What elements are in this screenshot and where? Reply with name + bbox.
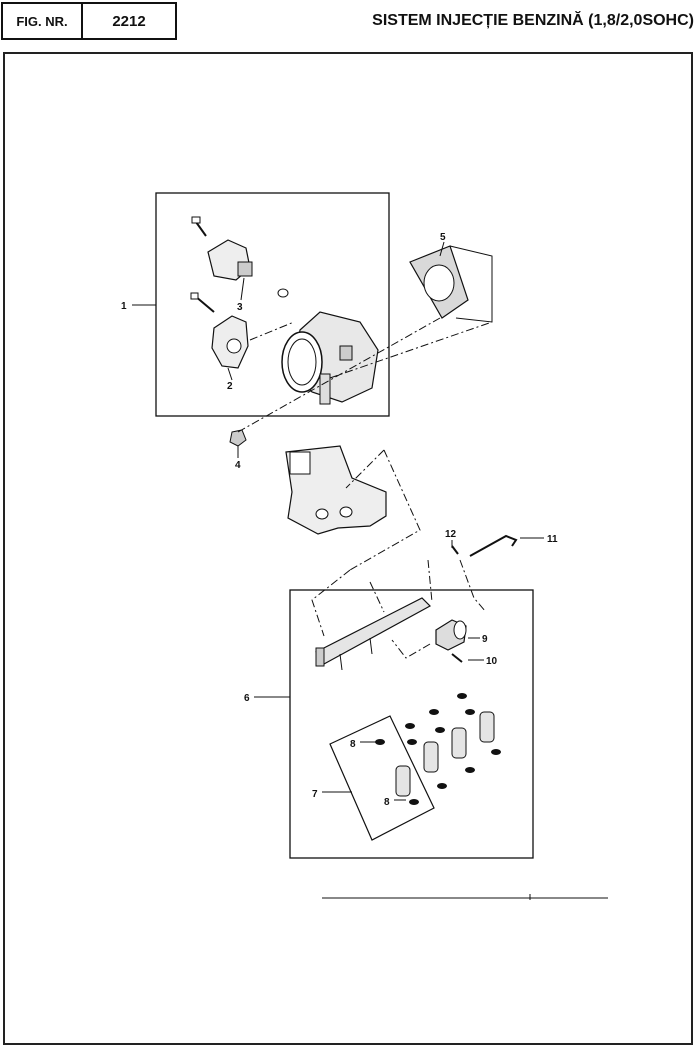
- callout-6: 6: [244, 693, 250, 704]
- callout-3: 3: [237, 302, 243, 313]
- callout-8-upper: 8: [350, 739, 356, 750]
- throttle-body-part: [281, 311, 379, 405]
- leader-lines: [132, 241, 608, 900]
- page-title: SISTEM INJECȚIE BENZINĂ (1,8/2,0SOHC): [372, 12, 694, 29]
- fuel-rail-group-box: [289, 589, 534, 859]
- gasket-part: [409, 245, 493, 323]
- assembly-lines: [237, 317, 493, 659]
- injector-group-box: [329, 715, 435, 841]
- callout-11: 11: [547, 534, 558, 545]
- callout-10: 10: [486, 656, 498, 667]
- figure-number: 2212: [112, 12, 146, 30]
- idle-valve-part: [191, 216, 289, 298]
- callout-12: 12: [445, 529, 457, 540]
- callout-5: 5: [440, 232, 446, 243]
- pressure-regulator-part: [435, 619, 467, 663]
- intake-manifold-part: [285, 445, 387, 535]
- diagram-frame: [3, 52, 693, 1045]
- figure-number-box: 2212: [81, 2, 177, 40]
- callout-8-lower: 8: [384, 797, 390, 808]
- callout-4: 4: [235, 460, 241, 471]
- injectors-part: [375, 693, 501, 805]
- callout-2: 2: [227, 381, 233, 392]
- fuel-rail-part: [315, 597, 431, 671]
- callout-7: 7: [312, 789, 318, 800]
- callout-9: 9: [482, 634, 488, 645]
- figure-label: FIG. NR.: [16, 13, 68, 29]
- throttle-sensor-part: [190, 292, 249, 369]
- nut-part: [229, 429, 247, 447]
- hose-bracket-part: [451, 534, 518, 557]
- callout-1: 1: [121, 301, 127, 312]
